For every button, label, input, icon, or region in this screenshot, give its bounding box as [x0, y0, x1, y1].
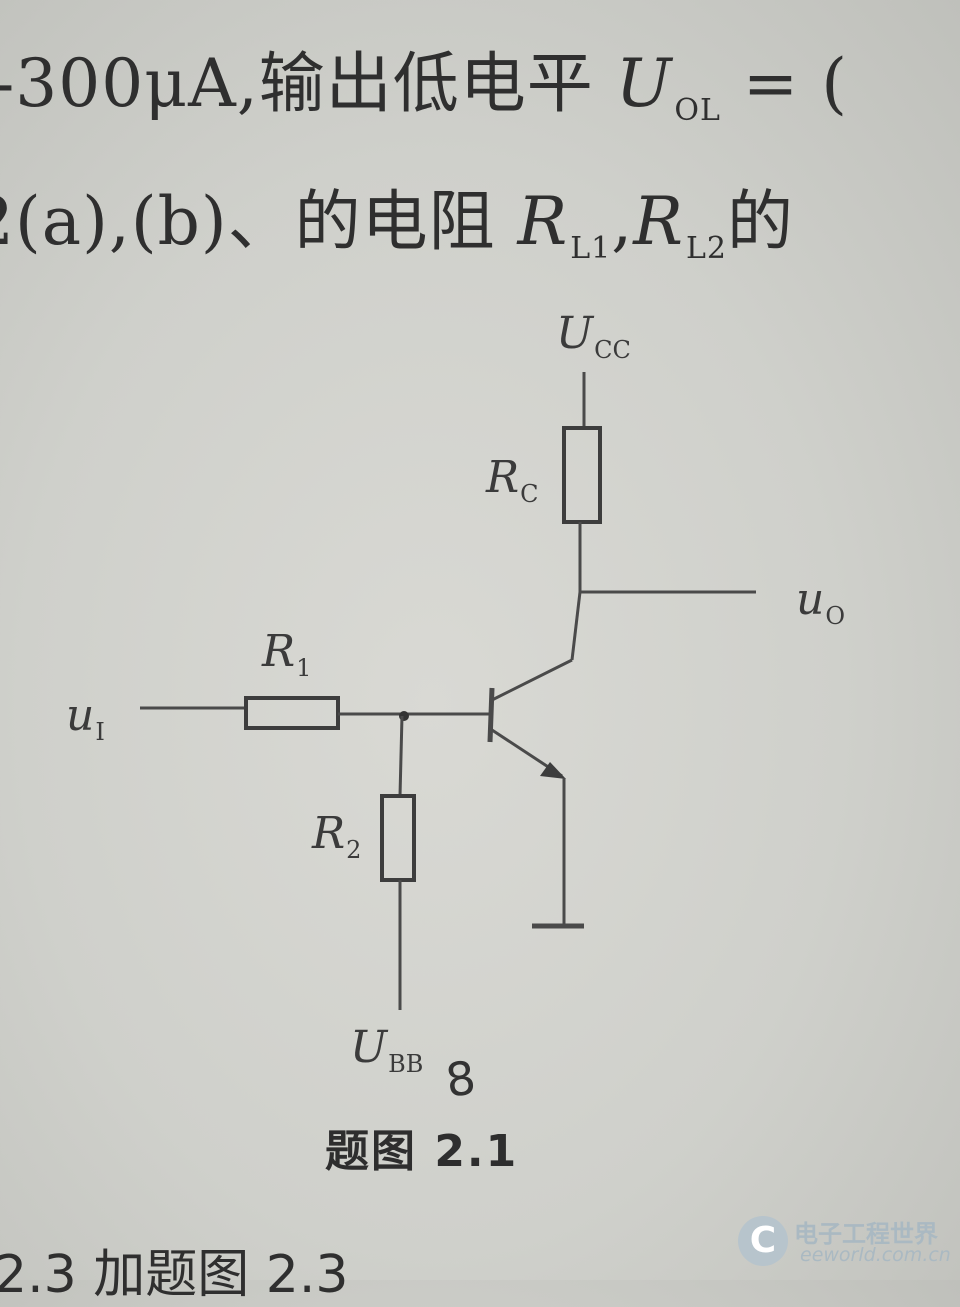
r2-top-wire — [398, 715, 404, 797]
circuit-diagram — [140, 372, 756, 1010]
rc-resistor — [562, 426, 602, 524]
ui-label-main: u — [66, 690, 95, 741]
text-line-2-sub2: L2 — [685, 231, 727, 266]
text-line-1-prefix: -300μA,输出低电平 — [0, 45, 616, 122]
text-line-1: -300μA,输出低电平 UOL = ( — [0, 30, 848, 128]
r2-label-sub: 2 — [346, 836, 362, 864]
watermark-url: eeworld.com.cn — [800, 1244, 951, 1266]
text-line-2-suffix: 的 — [726, 183, 794, 260]
ui-label-sub: I — [95, 718, 105, 746]
r2-resistor — [380, 794, 416, 882]
uo-label-sub: O — [825, 602, 846, 630]
r2-label: R2 — [312, 808, 361, 864]
text-line-1-var: U — [615, 45, 673, 122]
text-line-2-var2: R — [633, 183, 684, 260]
r1-label-sub: 1 — [296, 654, 312, 682]
text-line-2-var1: R — [517, 183, 569, 260]
r1-resistor — [244, 696, 340, 730]
uo-label-main: u — [796, 574, 825, 625]
emitter-arrow — [540, 762, 566, 779]
text-line-1-sub: OL — [674, 93, 721, 128]
text-line-2-sub1: L1 — [570, 231, 612, 266]
figure-caption: 题图 2.1 — [325, 1126, 519, 1177]
text-line-2: 2(a),(b)、的电阻 RL1,RL2的 — [0, 168, 794, 266]
r1-label: R1 — [262, 626, 311, 682]
text-line-2-mid: , — [611, 183, 634, 260]
text-line-1-suffix: = ( — [720, 45, 848, 122]
ucc-label-sub: CC — [594, 336, 631, 364]
r2-label-main: R — [312, 808, 346, 859]
text-line-2-prefix: 2(a),(b)、的电阻 — [0, 183, 518, 260]
ucc-label-main: U — [556, 308, 594, 359]
ubb-label-sub: BB — [388, 1050, 424, 1078]
bottom-text: 2.3 加题图 2.3 — [0, 1245, 349, 1305]
watermark: C 电子工程世界 eeworld.com.cn — [738, 1212, 953, 1270]
r1-label-main: R — [262, 626, 296, 677]
rc-label-sub: C — [520, 480, 539, 508]
watermark-name: 电子工程世界 — [794, 1220, 938, 1248]
collector-diagonal — [491, 658, 573, 702]
ucc-label: UCC — [556, 308, 631, 364]
uo-label: uO — [796, 574, 845, 630]
watermark-logo-icon: C — [738, 1216, 788, 1266]
rc-label-main: R — [486, 452, 520, 503]
rc-label: RC — [486, 452, 539, 508]
ui-label: uI — [66, 690, 105, 746]
collector-lead — [570, 591, 582, 661]
ubb-label: UBB — [350, 1022, 423, 1078]
ubb-label-main: U — [350, 1022, 388, 1073]
